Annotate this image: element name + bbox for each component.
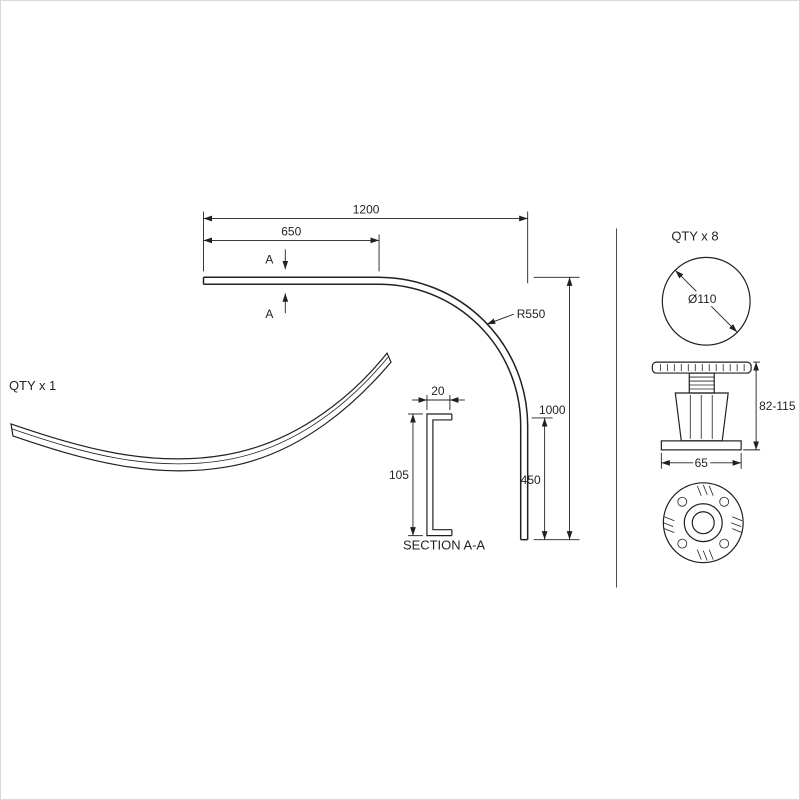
foot-body [674, 392, 729, 442]
foot-base [660, 440, 742, 451]
section-marker-a-top: A [265, 252, 273, 266]
screw-hole [677, 496, 688, 507]
foot-top-view: Ø110 [661, 256, 751, 346]
plan-view: 1200 650 A A R550 1000 [202, 202, 580, 541]
screw-hole [719, 496, 730, 507]
qty-feet-label: QTY x 8 [671, 228, 718, 243]
foot-threaded-stem [688, 372, 715, 394]
section-marker-a-bottom: A [265, 307, 273, 321]
dim-total-width-label: 1200 [353, 202, 380, 216]
feet-views: QTY x 8 Ø110 [651, 228, 796, 564]
tray-iso-outline [10, 351, 392, 472]
section-title: SECTION A-A [403, 538, 485, 553]
dim-inner-height-label: 450 [521, 473, 541, 487]
dim-total-height-label: 1000 [539, 403, 566, 417]
foot-side-view: 82-115 65 [651, 361, 796, 470]
tray-plan-outline [202, 276, 529, 541]
plan-dimensions: 1200 650 A A R550 1000 [203, 202, 580, 541]
dim-web-label: 105 [389, 468, 409, 482]
dim-flange-label: 20 [431, 384, 445, 398]
foot-side-dimensions: 82-115 65 [660, 361, 796, 470]
dim-radius-label: R550 [517, 307, 546, 321]
section-view: 20 105 SECTION A-A [389, 384, 485, 553]
dim-base-width-label: 65 [695, 456, 709, 470]
screw-hole [719, 538, 730, 549]
foot-bottom-view [662, 482, 744, 564]
screw-hole [677, 538, 688, 549]
section-dimensions: 20 105 [389, 384, 465, 537]
dim-inner-width-label: 650 [281, 224, 301, 238]
section-profile [426, 413, 453, 537]
dim-diameter-label: Ø110 [688, 292, 717, 306]
dim-height-range-label: 82-115 [759, 399, 796, 413]
isometric-view: QTY x 1 [9, 351, 392, 472]
qty-tray-label: QTY x 1 [9, 378, 56, 393]
